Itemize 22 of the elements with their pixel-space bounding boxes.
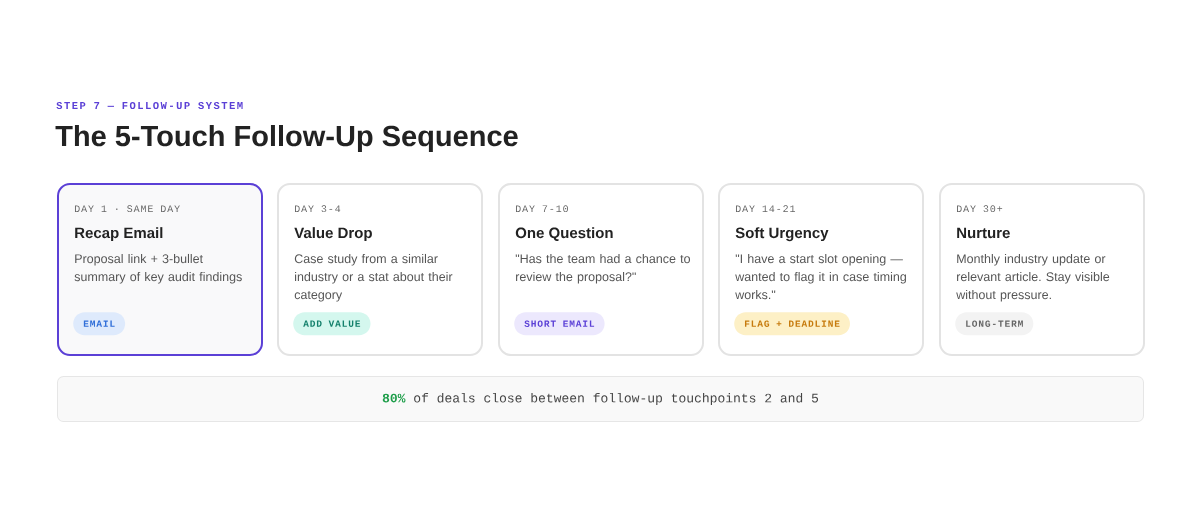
card-title: Nurture bbox=[957, 227, 1010, 239]
tag-pill: FLAG + DEADLINE bbox=[734, 312, 850, 336]
section-label: STEP 7 — FOLLOW-UP SYSTEM bbox=[56, 102, 243, 110]
card-description: "Has the team had a chance to review the proposal?" bbox=[515, 253, 690, 284]
card-title: Value Drop bbox=[294, 227, 372, 242]
card-description: Proposal link + 3-bullet summary of key audit findings bbox=[74, 253, 242, 284]
day-label: DAY 14-21 bbox=[736, 205, 796, 212]
day-label: DAY 30+ bbox=[957, 205, 1003, 213]
card-title: One Question bbox=[515, 227, 613, 241]
day-label: DAY 7-10 bbox=[516, 205, 568, 213]
card-description: "I have a start slot opening — wanted to flag it in case timing works." bbox=[735, 253, 906, 300]
day-label: DAY 3-4 bbox=[295, 205, 341, 213]
day-label: DAY 1 · SAME DAY bbox=[75, 205, 180, 213]
tag-pill: SHORT EMAIL bbox=[514, 312, 605, 336]
tag-pill: LONG-TERM bbox=[955, 312, 1034, 336]
card-description: Monthly industry update or relevant article. Stay visible without pressure. bbox=[956, 253, 1110, 302]
stat-banner: 80% of deals close between follow-up touchpoints 2 and 5 bbox=[57, 376, 1144, 422]
card-title: Soft Urgency bbox=[735, 227, 829, 242]
tag-pill: ADD VALUE bbox=[293, 312, 371, 336]
heading: The 5-Touch Follow-Up Sequence bbox=[55, 125, 518, 153]
card-description: Case study from a similar industry or a stat about their category bbox=[294, 253, 453, 302]
card-title: Recap Email bbox=[75, 227, 163, 242]
